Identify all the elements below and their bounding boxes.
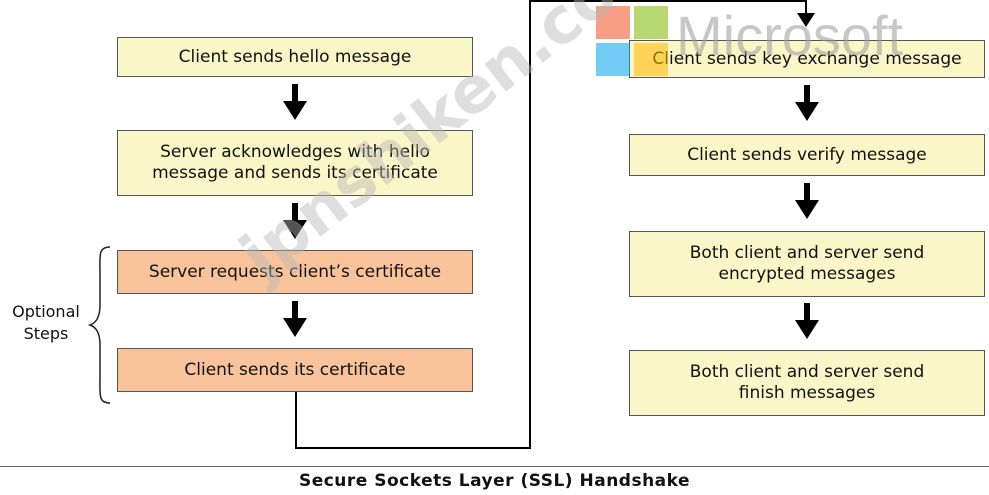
arrow-down-icon — [795, 85, 819, 121]
step-encrypted-messages-label: Both client and server send encrypted me… — [689, 243, 925, 284]
step-client-sends-cert-label: Client sends its certificate — [184, 359, 406, 380]
step-client-verify: Client sends verify message — [629, 134, 985, 176]
step-client-hello-label: Client sends hello message — [178, 46, 412, 67]
step-encrypted-messages: Both client and server send encrypted me… — [629, 231, 985, 297]
arrow-down-icon — [795, 303, 819, 339]
step-client-hello: Client sends hello message — [117, 37, 473, 77]
microsoft-logo-icon — [596, 6, 670, 78]
brace-icon — [88, 246, 111, 404]
connector-line — [295, 392, 297, 448]
step-server-requests-cert-label: Server requests client’s certificate — [148, 261, 442, 282]
arrow-down-icon — [283, 203, 307, 239]
step-server-ack: Server acknowledges with hello message a… — [117, 130, 473, 196]
step-client-key-exchange-label: Client sends key exchange message — [652, 48, 962, 69]
step-client-key-exchange: Client sends key exchange message — [629, 40, 985, 78]
connector-line — [805, 0, 807, 14]
arrow-down-icon — [283, 84, 307, 120]
connector-line — [529, 0, 531, 449]
step-finish-messages: Both client and server send finish messa… — [629, 350, 985, 416]
microsoft-watermark: Microsoft — [676, 4, 904, 67]
caption-divider — [0, 466, 989, 467]
arrow-down-icon — [283, 301, 307, 337]
arrow-down-icon — [795, 183, 819, 219]
optional-steps-label: Optional Steps — [12, 302, 80, 343]
connector-line — [529, 0, 807, 2]
step-finish-messages-label: Both client and server send finish messa… — [689, 362, 925, 403]
step-client-sends-cert: Client sends its certificate — [117, 348, 473, 392]
step-server-requests-cert: Server requests client’s certificate — [117, 250, 473, 294]
diagram-caption: Secure Sockets Layer (SSL) Handshake — [298, 471, 691, 491]
step-client-verify-label: Client sends verify message — [687, 144, 927, 165]
arrow-head-icon — [797, 13, 815, 27]
connector-line — [295, 447, 531, 449]
step-server-ack-label: Server acknowledges with hello message a… — [152, 142, 438, 183]
